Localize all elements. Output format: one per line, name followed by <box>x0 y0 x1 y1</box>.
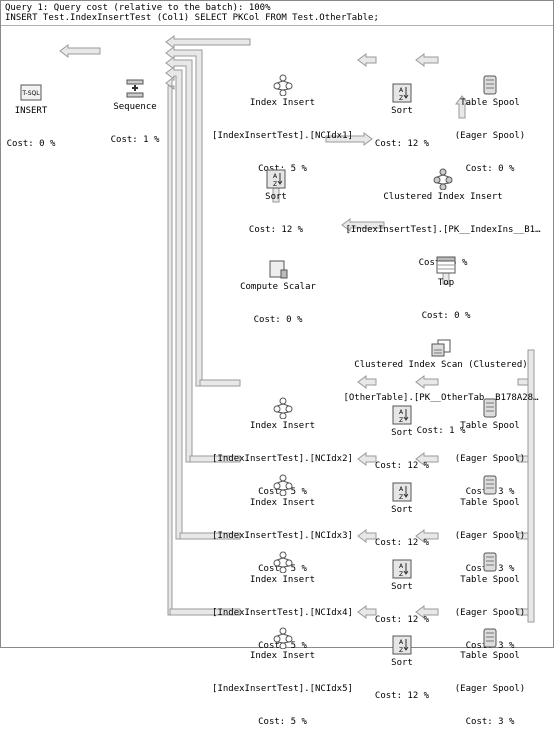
arrow-ii2-feed <box>199 379 241 387</box>
svg-text:Z: Z <box>273 181 277 188</box>
arrow-sort5-to-ii5 <box>357 605 377 619</box>
insert-operator[interactable]: T-SQL INSERT Cost: 0 % <box>6 38 56 161</box>
svg-text:A: A <box>399 486 404 493</box>
svg-text:A: A <box>273 173 278 180</box>
arrow-ii5-feed <box>169 608 241 616</box>
arrow-spool3-to-sort3 <box>415 452 439 466</box>
svg-text:T-SQL: T-SQL <box>21 90 40 97</box>
table-spool-icon <box>479 52 501 95</box>
query-text-line: INSERT Test.IndexInsertTest (Col1) SELEC… <box>5 13 379 23</box>
compute-scalar-operator[interactable]: Compute Scalar Cost: 0 % <box>228 214 328 337</box>
index-insert-ncidx3[interactable]: Index Insert [IndexInsertTest].[NCIdx3] … <box>200 430 365 586</box>
arrow-sortmid-to-cii <box>325 132 373 146</box>
arrow-top-to-compute <box>341 218 385 232</box>
svg-text:Z: Z <box>399 494 403 501</box>
table-spool-icon <box>479 529 501 572</box>
arrow-trunk-spool5 <box>517 608 529 616</box>
arrow-sort3-to-ii3 <box>357 452 377 466</box>
top-icon <box>435 232 457 274</box>
arrow-spool2-to-sort2 <box>415 375 439 389</box>
svg-text:Z: Z <box>399 647 403 654</box>
table-spool-1[interactable]: Table Spool (Eager Spool) Cost: 0 % <box>440 30 540 186</box>
execution-plan-window: Query 1: Query cost (relative to the bat… <box>0 0 554 648</box>
table-spool-icon <box>479 375 501 418</box>
index-insert-ncidx4[interactable]: Index Insert [IndexInsertTest].[NCIdx4] … <box>200 507 365 663</box>
arrow-ii5-to-sequence <box>165 76 177 616</box>
arrow-sort1-to-ii1 <box>357 53 377 67</box>
svg-text:A: A <box>399 639 404 646</box>
table-spool-3[interactable]: Table Spool (Eager Spool) Cost: 3 % <box>440 430 540 586</box>
index-insert-icon <box>272 452 294 496</box>
index-insert-ncidx2[interactable]: Index Insert [IndexInsertTest].[NCIdx2] … <box>200 353 365 509</box>
arrow-trunk-spool2 <box>517 378 529 386</box>
clustered-index-scan[interactable]: Clustered Index Scan (Clustered) [OtherT… <box>336 292 546 448</box>
index-insert-ncidx1[interactable]: Index Insert [IndexInsertTest].[NCIdx1] … <box>200 30 365 186</box>
plan-connector-arrows <box>59 35 535 623</box>
svg-text:A: A <box>399 87 404 94</box>
index-insert-ncidx5[interactable]: Index Insert [IndexInsertTest].[NCIdx5] … <box>200 583 365 739</box>
table-spool-icon <box>479 452 501 495</box>
arrow-sequence-to-insert <box>59 44 101 58</box>
query-cost-line: Query 1: Query cost (relative to the bat… <box>5 3 271 13</box>
arrow-trunk-spool3 <box>517 455 529 463</box>
arrow-right-trunk <box>527 349 535 623</box>
compute-scalar-icon <box>267 236 289 279</box>
index-insert-icon <box>272 529 294 573</box>
sequence-icon <box>124 56 146 98</box>
arrow-cii-to-spool1 <box>455 95 469 119</box>
svg-text:A: A <box>399 563 404 570</box>
tsql-icon: T-SQL <box>20 60 42 101</box>
query-header: Query 1: Query cost (relative to the bat… <box>1 1 553 26</box>
table-spool-5[interactable]: Table Spool (Eager Spool) Cost: 3 % <box>440 583 540 739</box>
arrow-spool5-to-sort5 <box>415 605 439 619</box>
table-spool-2[interactable]: Table Spool (Eager Spool) Cost: 3 % <box>440 353 540 509</box>
top-operator[interactable]: Top Cost: 0 % <box>416 210 476 333</box>
svg-text:Z: Z <box>399 417 403 424</box>
index-insert-icon <box>272 52 294 96</box>
table-spool-icon <box>479 605 501 648</box>
clustered-index-scan-icon <box>430 314 452 357</box>
svg-text:Z: Z <box>399 571 403 578</box>
arrow-sort4-to-ii4 <box>357 529 377 543</box>
arrow-trunk-spool4 <box>517 532 529 540</box>
index-insert-icon <box>272 605 294 649</box>
index-insert-icon <box>272 375 294 419</box>
arrow-ii4-feed <box>179 532 241 540</box>
clustered-index-insert-icon <box>432 146 454 190</box>
arrow-ii3-feed <box>189 455 241 463</box>
arrow-ii1-to-sequence <box>165 35 251 49</box>
table-spool-4[interactable]: Table Spool (Eager Spool) Cost: 3 % <box>440 507 540 663</box>
svg-text:A: A <box>399 409 404 416</box>
arrow-spool1-to-sort1 <box>415 53 439 67</box>
arrow-spool4-to-sort4 <box>415 529 439 543</box>
svg-text:Z: Z <box>399 95 403 102</box>
sequence-operator[interactable]: Sequence Cost: 1 % <box>100 34 170 157</box>
arrow-sort2-to-ii2 <box>357 375 377 389</box>
